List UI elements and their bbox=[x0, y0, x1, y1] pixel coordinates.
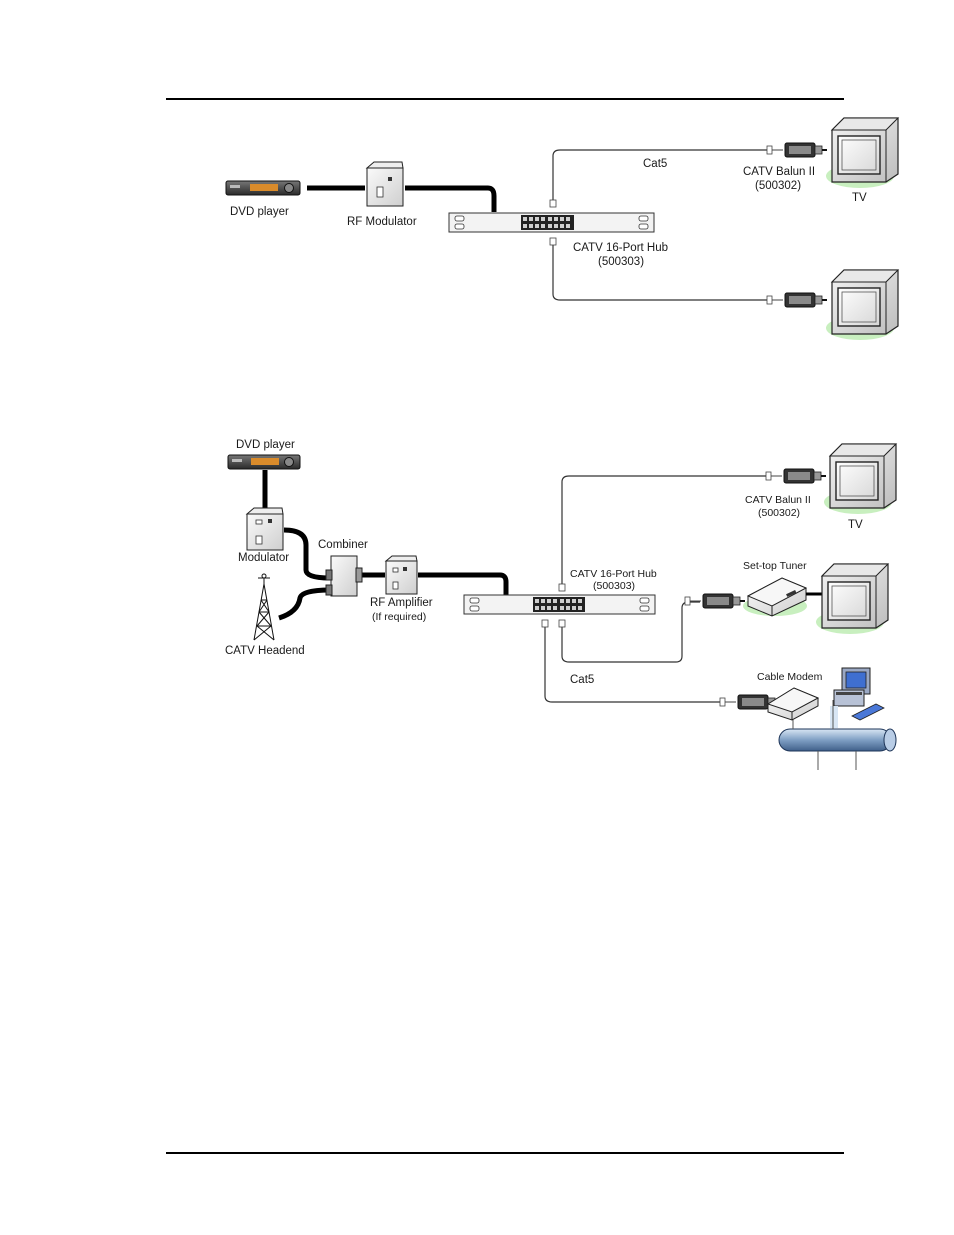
cat5-label: Cat5 bbox=[643, 158, 667, 170]
rf-amplifier-note: (If required) bbox=[372, 611, 426, 623]
coax-cable bbox=[405, 188, 494, 212]
rf-amplifier bbox=[386, 556, 417, 594]
hub-label: CATV 16-Port Hub bbox=[573, 242, 668, 254]
settop-tuner-label: Set-top Tuner bbox=[743, 560, 807, 572]
cable-modem-label: Cable Modem bbox=[757, 671, 823, 683]
modulator bbox=[247, 508, 283, 550]
coax-cable bbox=[284, 530, 330, 578]
catv-balun bbox=[685, 594, 745, 608]
computer-icon bbox=[830, 668, 884, 728]
diagram-2: DVD player Modulator Combiner bbox=[225, 439, 896, 770]
dvd-player-label: DVD player bbox=[236, 439, 295, 451]
hub-label: CATV 16-Port Hub bbox=[570, 568, 657, 580]
balun-part-number: (500302) bbox=[758, 507, 800, 519]
tv-icon bbox=[824, 444, 896, 514]
balun-label: CATV Balun II bbox=[745, 494, 811, 506]
combiner bbox=[326, 556, 362, 596]
rf-amplifier-label: RF Amplifier bbox=[370, 597, 433, 609]
balun-part-number: (500302) bbox=[755, 180, 801, 192]
rf-modulator-label: RF Modulator bbox=[347, 216, 417, 228]
hub-part-number: (500303) bbox=[593, 580, 635, 592]
cat5-cable bbox=[545, 626, 722, 702]
catv-headend-tower bbox=[254, 574, 274, 640]
diagram-1: DVD player RF Modulator CATV 1 bbox=[226, 118, 898, 340]
tv-icon bbox=[826, 118, 898, 188]
cat5-label: Cat5 bbox=[570, 674, 594, 686]
catv-balun bbox=[766, 469, 826, 483]
coax-cable bbox=[279, 590, 330, 618]
dvd-player bbox=[228, 455, 300, 469]
cable-modem bbox=[768, 688, 818, 720]
catv-balun bbox=[767, 143, 827, 157]
tv-icon bbox=[826, 270, 898, 340]
tv-label: TV bbox=[852, 192, 867, 204]
hub-part-number: (500303) bbox=[598, 256, 644, 268]
dvd-player bbox=[226, 181, 300, 195]
combiner-label: Combiner bbox=[318, 539, 368, 551]
dvd-player-label: DVD player bbox=[230, 206, 289, 218]
balun-label: CATV Balun II bbox=[743, 166, 815, 178]
settop-tuner bbox=[743, 578, 807, 616]
catv-balun bbox=[767, 293, 827, 307]
tv-icon bbox=[816, 564, 888, 634]
tv-label: TV bbox=[848, 519, 863, 531]
catv-16-port-hub bbox=[464, 595, 655, 614]
headend-label: CATV Headend bbox=[225, 645, 305, 657]
catv-16-port-hub bbox=[449, 213, 654, 232]
modulator-label: Modulator bbox=[238, 552, 289, 564]
rf-modulator bbox=[367, 162, 403, 206]
coax-cable bbox=[418, 575, 506, 595]
